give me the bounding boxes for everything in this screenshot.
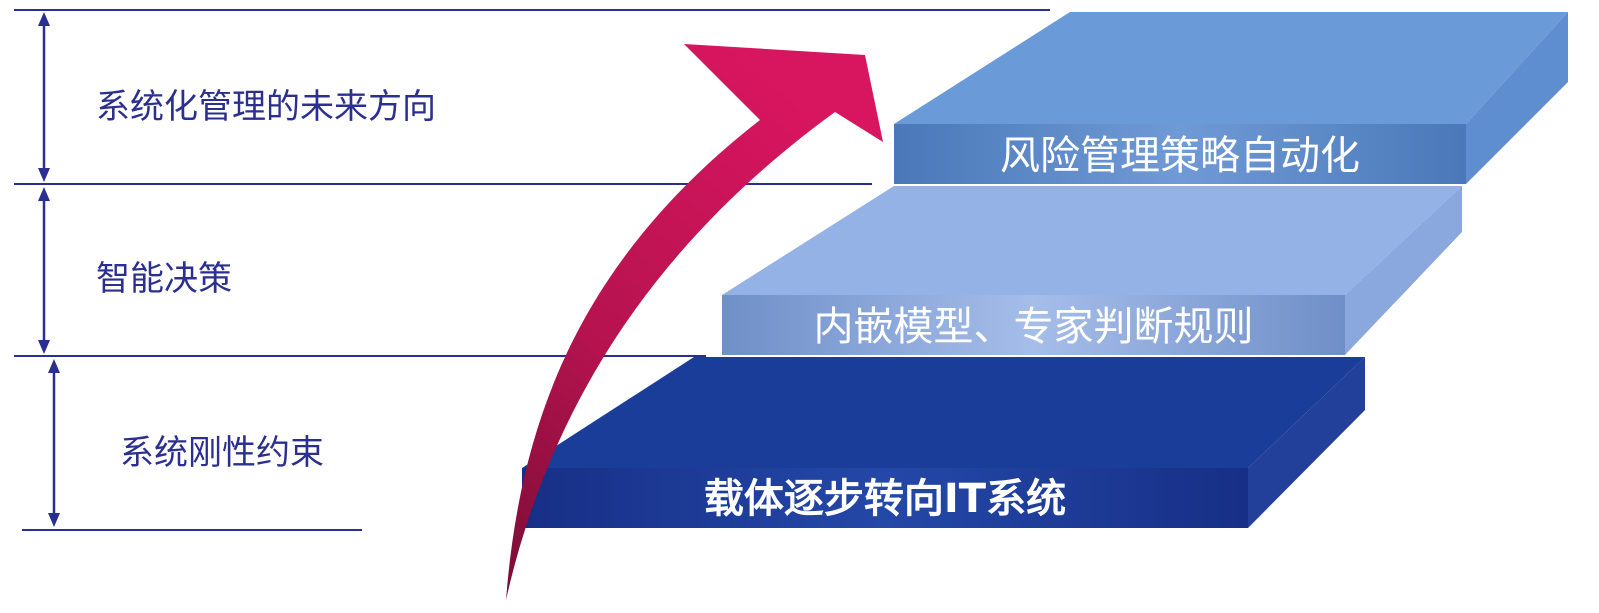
step-top-label: 风险管理策略自动化 bbox=[1000, 133, 1360, 179]
level-label-future: 系统化管理的未来方向 bbox=[96, 87, 436, 127]
step-top bbox=[894, 12, 1568, 184]
level-label-intelligent: 智能决策 bbox=[96, 259, 232, 299]
step-top-side-face bbox=[1466, 12, 1568, 184]
growth-arrow-icon bbox=[506, 44, 883, 600]
step-middle-front-face bbox=[722, 295, 1345, 355]
step-middle-top-face bbox=[722, 186, 1462, 295]
step-top-top-face bbox=[894, 12, 1568, 124]
step-bottom-top-face bbox=[522, 357, 1365, 468]
step-bottom-side-face bbox=[1248, 357, 1365, 528]
range-arrow-2 bbox=[38, 187, 50, 354]
step-middle-side-face bbox=[1345, 186, 1462, 355]
range-arrow-3 bbox=[48, 359, 60, 527]
step-bottom-front-face bbox=[522, 468, 1248, 528]
step-middle-label: 内嵌模型、专家判断规则 bbox=[813, 304, 1254, 350]
level-label-rigid: 系统刚性约束 bbox=[120, 433, 324, 473]
step-bottom-label: 载体逐步转向IT系统 bbox=[703, 476, 1067, 522]
step-middle bbox=[722, 186, 1462, 355]
step-bottom bbox=[522, 357, 1365, 528]
range-arrow-1 bbox=[38, 12, 50, 182]
step-top-front-face bbox=[894, 124, 1466, 184]
